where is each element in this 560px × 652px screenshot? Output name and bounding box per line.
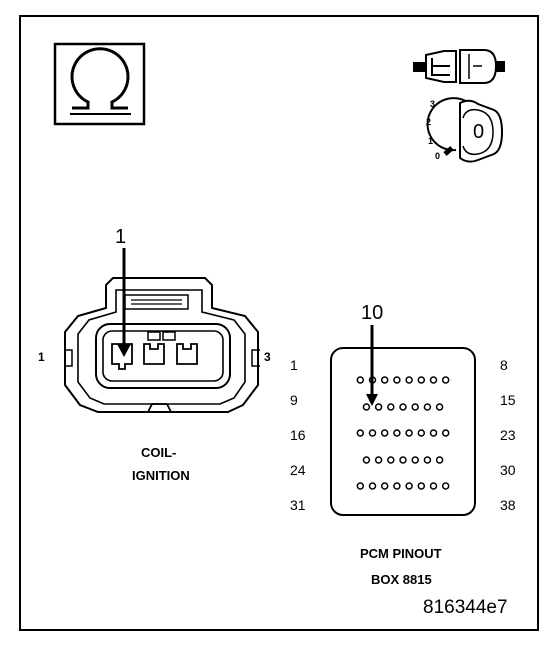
ignition-key-icon xyxy=(426,97,504,163)
pcm-pin-12 xyxy=(399,403,407,411)
pcm-pin-25 xyxy=(374,456,383,464)
pcm-pin-grid xyxy=(356,376,450,490)
pcm-row-3-end-pin: 23 xyxy=(500,427,516,443)
pcm-pin-1 xyxy=(356,376,365,384)
pcm-pin-10 xyxy=(374,403,383,411)
ohmmeter-icon xyxy=(53,42,146,126)
pcm-pin-17 xyxy=(368,429,377,437)
pcm-pin-22 xyxy=(429,429,438,437)
pcm-pin-13 xyxy=(411,403,419,411)
pcm-pin-38 xyxy=(441,482,450,490)
pcm-row-2-end-pin: 15 xyxy=(500,392,516,408)
coil-pin-3-label: 3 xyxy=(264,350,271,364)
pcm-pin-15 xyxy=(435,403,444,411)
figure-id: 816344e7 xyxy=(423,597,508,618)
pcm-row-2-start-pin: 9 xyxy=(290,392,298,408)
pcm-pin-9 xyxy=(362,403,371,411)
pcm-pin-11 xyxy=(387,403,395,411)
pcm-pin-7 xyxy=(429,376,438,384)
pcm-row-1-start-pin: 1 xyxy=(290,357,298,373)
pcm-connector xyxy=(330,325,476,516)
pcm-pin-31 xyxy=(356,482,365,490)
pcm-row-5-end-pin: 38 xyxy=(500,497,516,513)
diagram-frame xyxy=(19,15,539,631)
pcm-pin-26 xyxy=(387,456,395,464)
coil-pin-1-label: 1 xyxy=(38,350,45,364)
pcm-pin-32 xyxy=(368,482,377,490)
key-label: 0 xyxy=(473,121,485,143)
coil-label-line2: IGNITION xyxy=(132,468,190,483)
pcm-label-line2: BOX 8815 xyxy=(371,572,432,587)
pcm-pin-8 xyxy=(441,376,450,384)
key-position-2: 2 xyxy=(426,117,432,127)
key-position-3: 3 xyxy=(430,99,436,109)
pcm-pin-24 xyxy=(362,456,371,464)
pcm-row-4-start-pin: 24 xyxy=(290,462,306,478)
pcm-pin-37 xyxy=(429,482,438,490)
pcm-pin-21 xyxy=(417,429,426,437)
coil-callout-number: 1 xyxy=(115,226,127,248)
pcm-row-1-end-pin: 8 xyxy=(500,357,508,373)
pcm-pin-4 xyxy=(393,376,401,384)
pcm-pin-18 xyxy=(380,429,389,437)
pcm-pin-36 xyxy=(417,482,426,490)
pcm-pin-28 xyxy=(411,456,419,464)
pcm-row-5-start-pin: 31 xyxy=(290,497,306,513)
pcm-pin-35 xyxy=(405,482,413,490)
coil-ignition-connector xyxy=(64,248,260,413)
pcm-row-4-end-pin: 30 xyxy=(500,462,516,478)
pcm-pin-33 xyxy=(380,482,389,490)
pcm-pin-3 xyxy=(380,376,389,384)
pcm-pin-30 xyxy=(435,456,444,464)
pcm-pin-29 xyxy=(423,456,432,464)
pcm-pin-16 xyxy=(356,429,365,437)
pcm-pin-5 xyxy=(405,376,413,384)
pcm-label-line1: PCM PINOUT xyxy=(360,546,442,561)
pcm-pin-23 xyxy=(441,429,450,437)
pcm-callout-number: 10 xyxy=(361,302,384,324)
pcm-pin-6 xyxy=(417,376,426,384)
disconnected-connector-icon xyxy=(413,49,505,84)
key-position-1: 1 xyxy=(428,136,434,146)
pcm-row-3-start-pin: 16 xyxy=(290,427,306,443)
pcm-pin-14 xyxy=(423,403,432,411)
coil-label-line1: COIL- xyxy=(141,445,177,460)
pcm-pin-27 xyxy=(399,456,407,464)
pcm-pin-19 xyxy=(393,429,401,437)
pcm-pin-34 xyxy=(393,482,401,490)
pcm-pin-20 xyxy=(405,429,413,437)
key-position-0: 0 xyxy=(435,151,441,161)
